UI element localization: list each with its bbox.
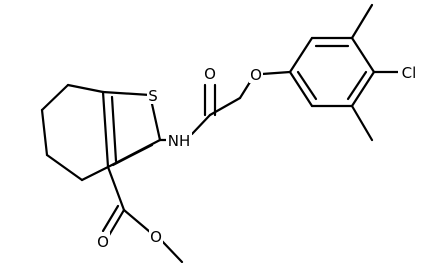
amide-oxygen-label-group: O — [203, 64, 217, 83]
sulfur-atom-label: S — [148, 87, 158, 105]
aryl-ring-bonds — [288, 36, 376, 108]
ester-carbonyl-oxygen-label: O — [97, 233, 109, 251]
ether-oxygen-label-group: O — [249, 65, 263, 84]
chlorine-atom-label: Cl — [402, 64, 417, 82]
chlorine-label-group: Cl — [398, 63, 422, 82]
amide-nh-label: NH — [168, 132, 191, 150]
amide-oxygen-label: O — [204, 65, 216, 83]
amide-linker-bonds — [158, 70, 292, 142]
ester-carbonyl-oxygen-label-group: O — [96, 232, 110, 251]
sulfur-label-group: S — [147, 86, 159, 105]
aryl-substituent-bonds — [350, 3, 400, 142]
ether-oxygen-label: O — [250, 66, 262, 84]
tetrahydro-ring-bonds — [40, 83, 110, 182]
ester-oxygen-label: O — [150, 228, 162, 246]
amide-nh-label-group: NH — [166, 131, 192, 150]
ester-oxygen-label-group: O — [149, 227, 163, 246]
ester-group-bonds — [101, 165, 184, 264]
